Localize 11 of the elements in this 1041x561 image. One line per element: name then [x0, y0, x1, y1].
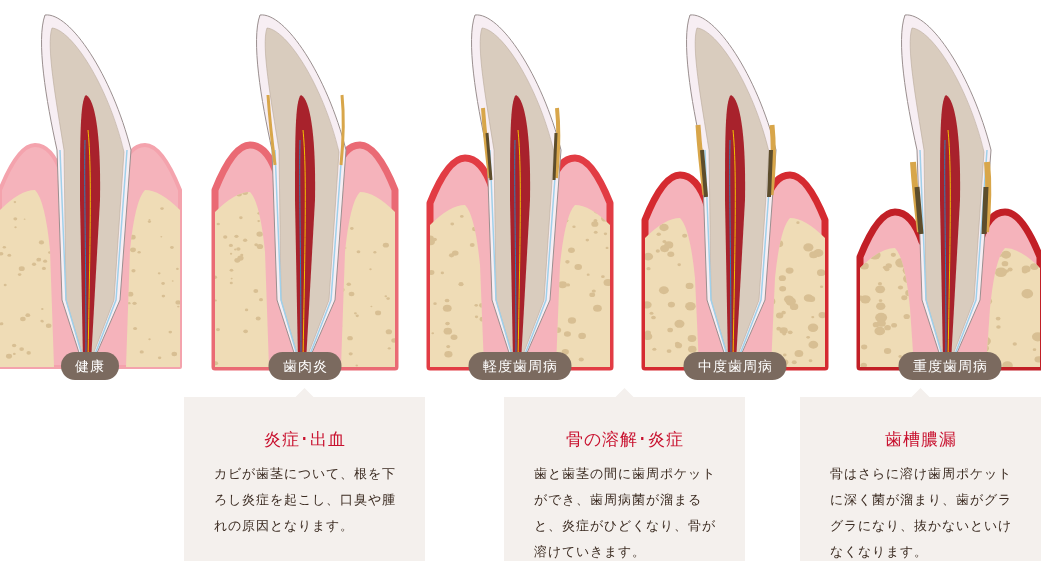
stage-label: 重度歯周病 — [898, 352, 1002, 380]
callout-text: 歯と歯茎の間に歯周ポケットができ、歯周病菌が溜まると、炎症がひどくなり、骨が溶けていきます。 — [534, 465, 717, 561]
callout-title: 歯槽膿漏 — [883, 428, 958, 451]
stage-label: 軽度歯周病 — [468, 352, 572, 380]
callout-text: 骨はさらに溶け歯周ポケットに深く菌が溜まり、歯がグラグラになり、抜かないといけなくなります。 — [830, 465, 1013, 561]
stage-label: 健康 — [61, 352, 119, 380]
stage-label: 中度歯周病 — [683, 352, 787, 380]
stage-label: 歯肉炎 — [268, 352, 342, 380]
callout-title: 骨の溶解･炎症 — [564, 428, 685, 451]
callout-text: カビが歯茎について、根を下ろし炎症を起こし、口臭や腫れの原因となります。 — [214, 465, 397, 535]
callout-title: 炎症･出血 — [262, 428, 347, 451]
